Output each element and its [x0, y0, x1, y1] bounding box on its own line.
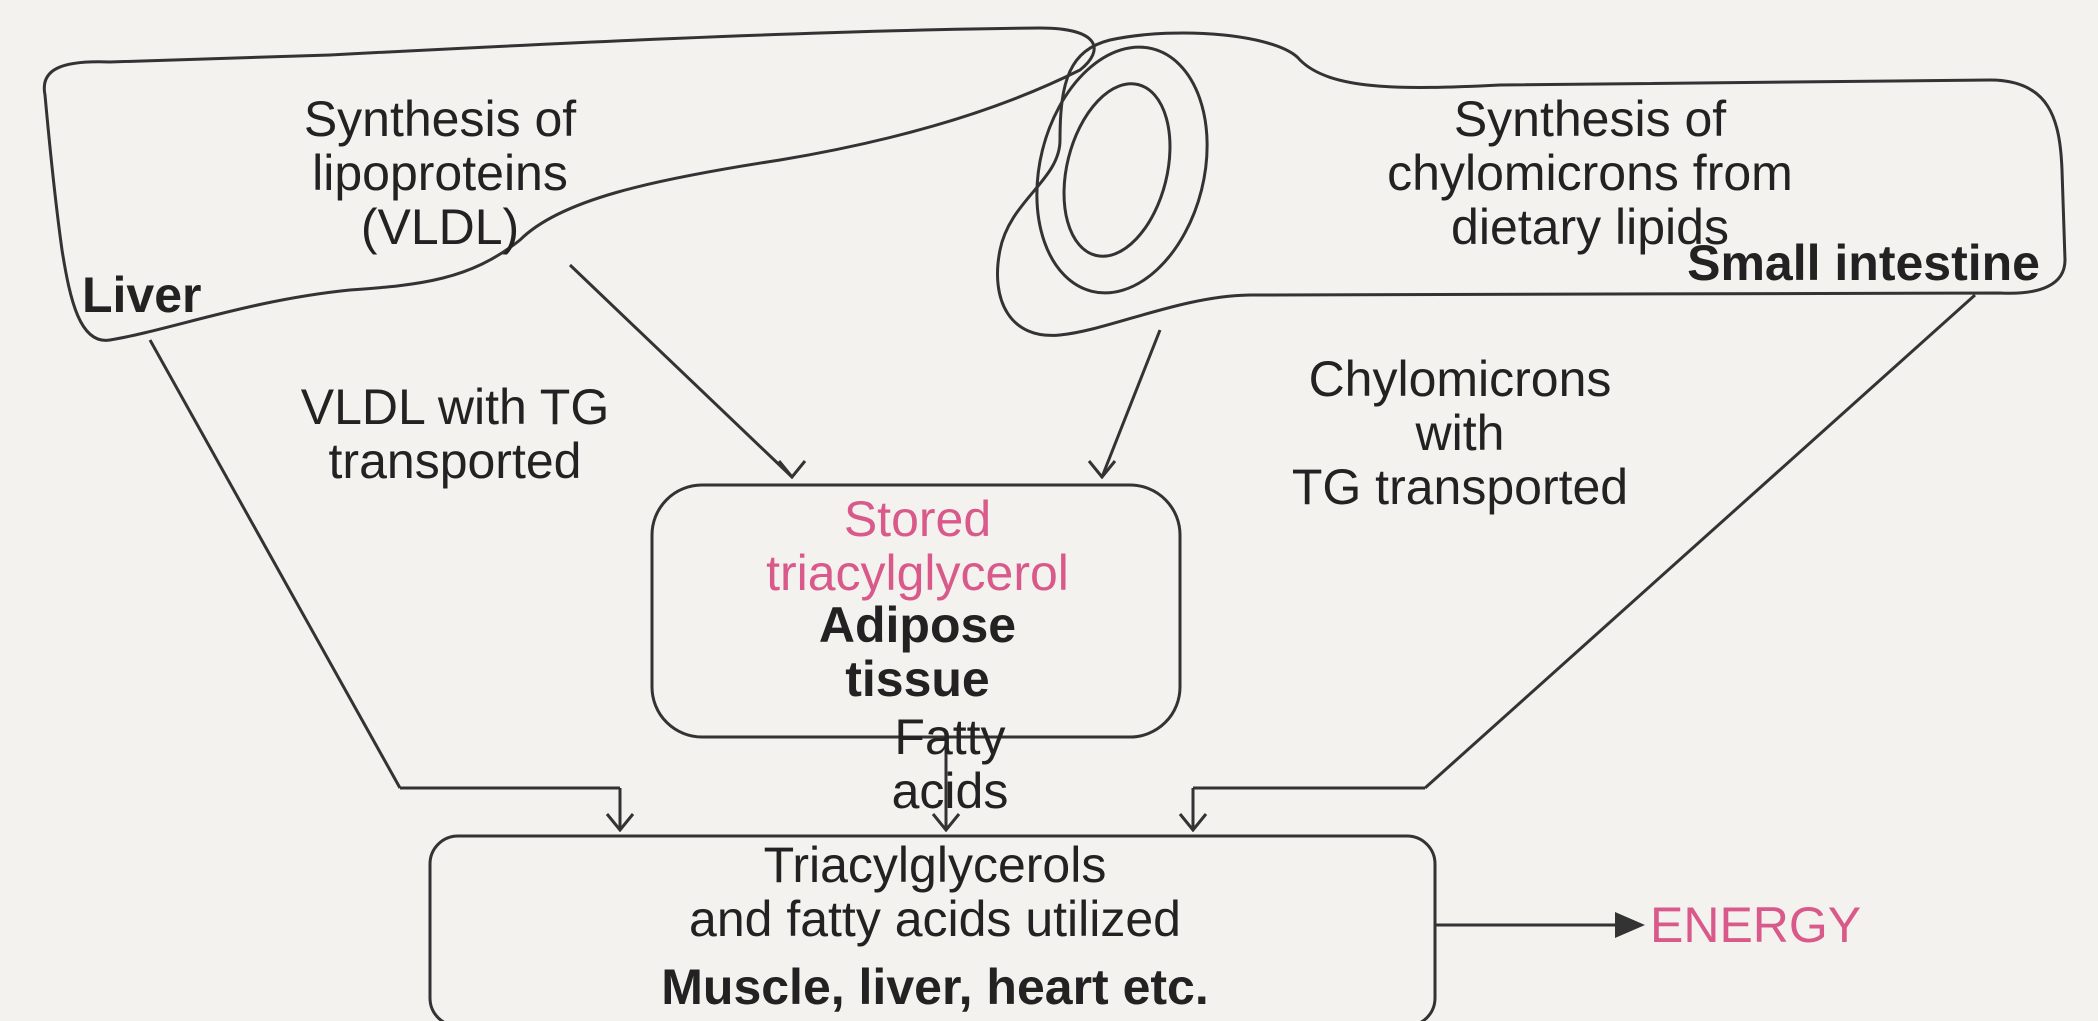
utilization-organs-label: Muscle, liver, heart etc.	[440, 960, 1430, 1014]
energy-arrowhead	[1615, 912, 1645, 938]
intestine-ring-inner	[1047, 73, 1187, 268]
liver-process-label: Synthesis of lipoproteins (VLDL)	[220, 92, 660, 254]
intestine-organ-label: Small intestine	[1480, 236, 2040, 290]
fatty-acids-label: Fatty acids	[820, 710, 1080, 818]
liver-organ-label: Liver	[82, 268, 332, 322]
chylomicron-arrow	[1102, 330, 1160, 477]
adipose-organ-label: Adipose tissue	[665, 598, 1170, 706]
utilization-process-label: Triacylglycerols and fatty acids utilize…	[440, 838, 1430, 946]
stored-triacylglycerol-label: Stored triacylglycerol	[665, 492, 1170, 600]
chylomicron-flow-label: Chylomicrons with TG transported	[1200, 352, 1720, 514]
vldl-flow-label: VLDL with TG transported	[220, 380, 690, 488]
intestine-process-label: Synthesis of chylomicrons from dietary l…	[1240, 92, 1940, 254]
intestine-ring-outer	[1012, 29, 1232, 311]
energy-label: ENERGY	[1650, 898, 2010, 952]
